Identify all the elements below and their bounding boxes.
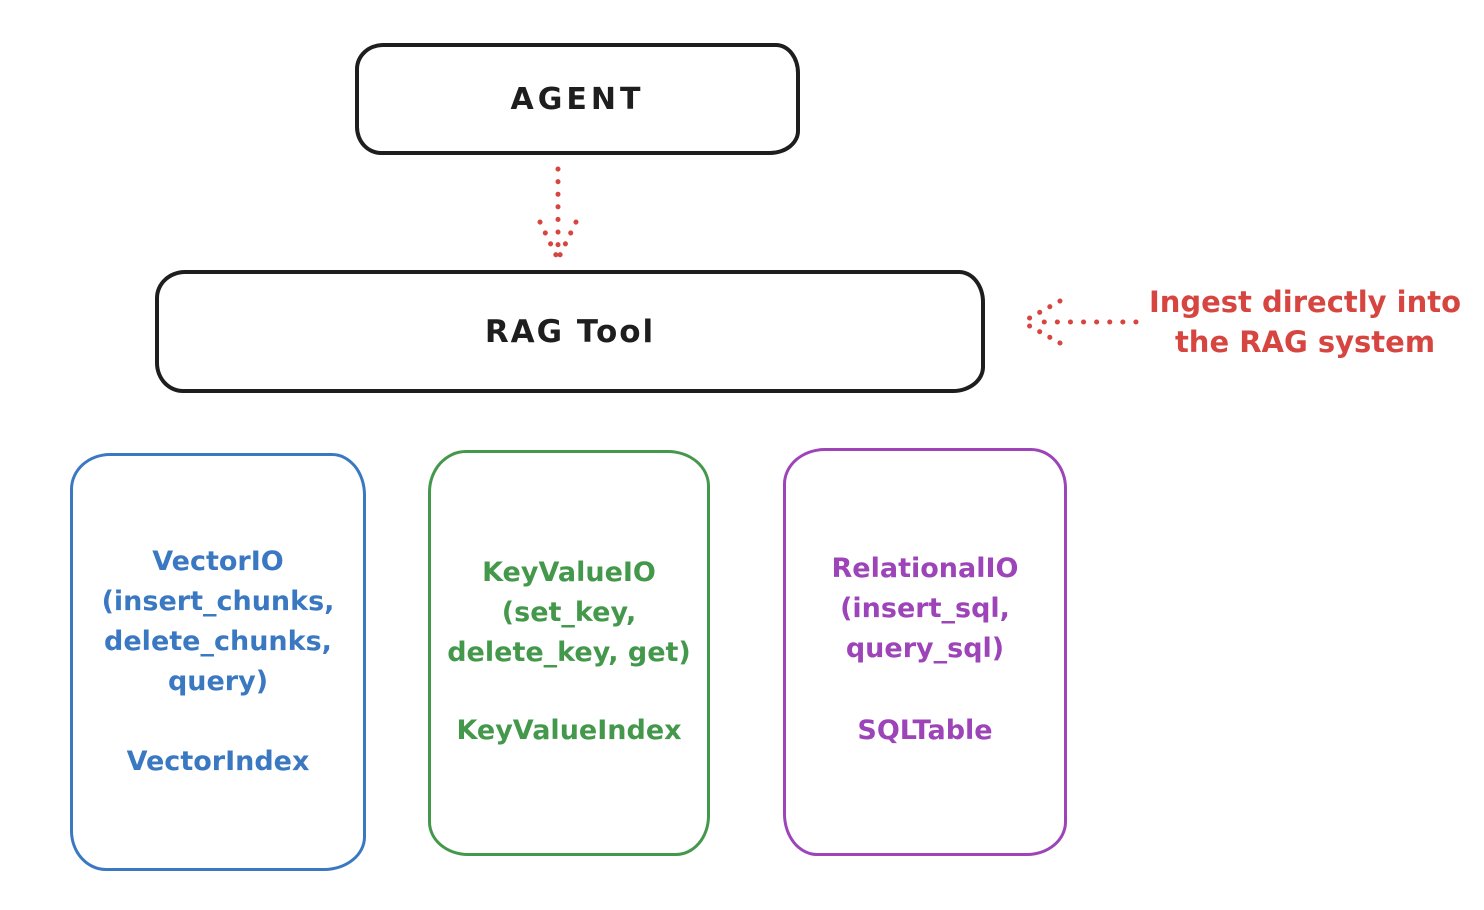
keyvalue-index-label: KeyValueIndex xyxy=(456,715,682,746)
vector-io-methods-line2: delete_chunks, xyxy=(104,626,332,657)
relational-io-methods-line2: query_sql) xyxy=(845,633,1005,664)
relational-io-title: RelationalIO xyxy=(831,553,1019,584)
ingest-annotation-dotted-arrow-icon xyxy=(1023,298,1139,346)
vector-io-methods-line1: (insert_chunks, xyxy=(101,586,335,617)
agent-to-ragtool-dotted-arrow-icon xyxy=(537,166,579,258)
ingest-annotation: Ingest directly into the RAG system xyxy=(1140,282,1470,362)
keyvalue-io-title: KeyValueIO xyxy=(482,557,656,588)
vector-index-label: VectorIndex xyxy=(126,746,310,777)
rag-tool-box-label: RAG Tool xyxy=(484,313,656,350)
relational-io-box: RelationalIO (insert_sql, query_sql) SQL… xyxy=(783,448,1067,856)
rag-tool-box: RAG Tool xyxy=(155,270,985,393)
sql-table-label: SQLTable xyxy=(857,715,993,746)
agent-box: AGENT xyxy=(355,43,800,155)
vector-io-methods-line3: query) xyxy=(167,666,269,697)
agent-box-label: AGENT xyxy=(510,81,645,117)
ingest-annotation-line2: the RAG system xyxy=(1174,325,1436,359)
keyvalue-io-box: KeyValueIO (set_key, delete_key, get) Ke… xyxy=(428,450,710,856)
keyvalue-io-methods-line2: delete_key, get) xyxy=(447,637,691,668)
vector-io-box: VectorIO (insert_chunks, delete_chunks, … xyxy=(70,453,366,871)
relational-io-methods-line1: (insert_sql, xyxy=(840,593,1010,624)
keyvalue-io-methods-line1: (set_key, xyxy=(501,597,637,628)
vector-io-title: VectorIO xyxy=(152,546,284,577)
ingest-annotation-line1: Ingest directly into xyxy=(1148,285,1462,319)
